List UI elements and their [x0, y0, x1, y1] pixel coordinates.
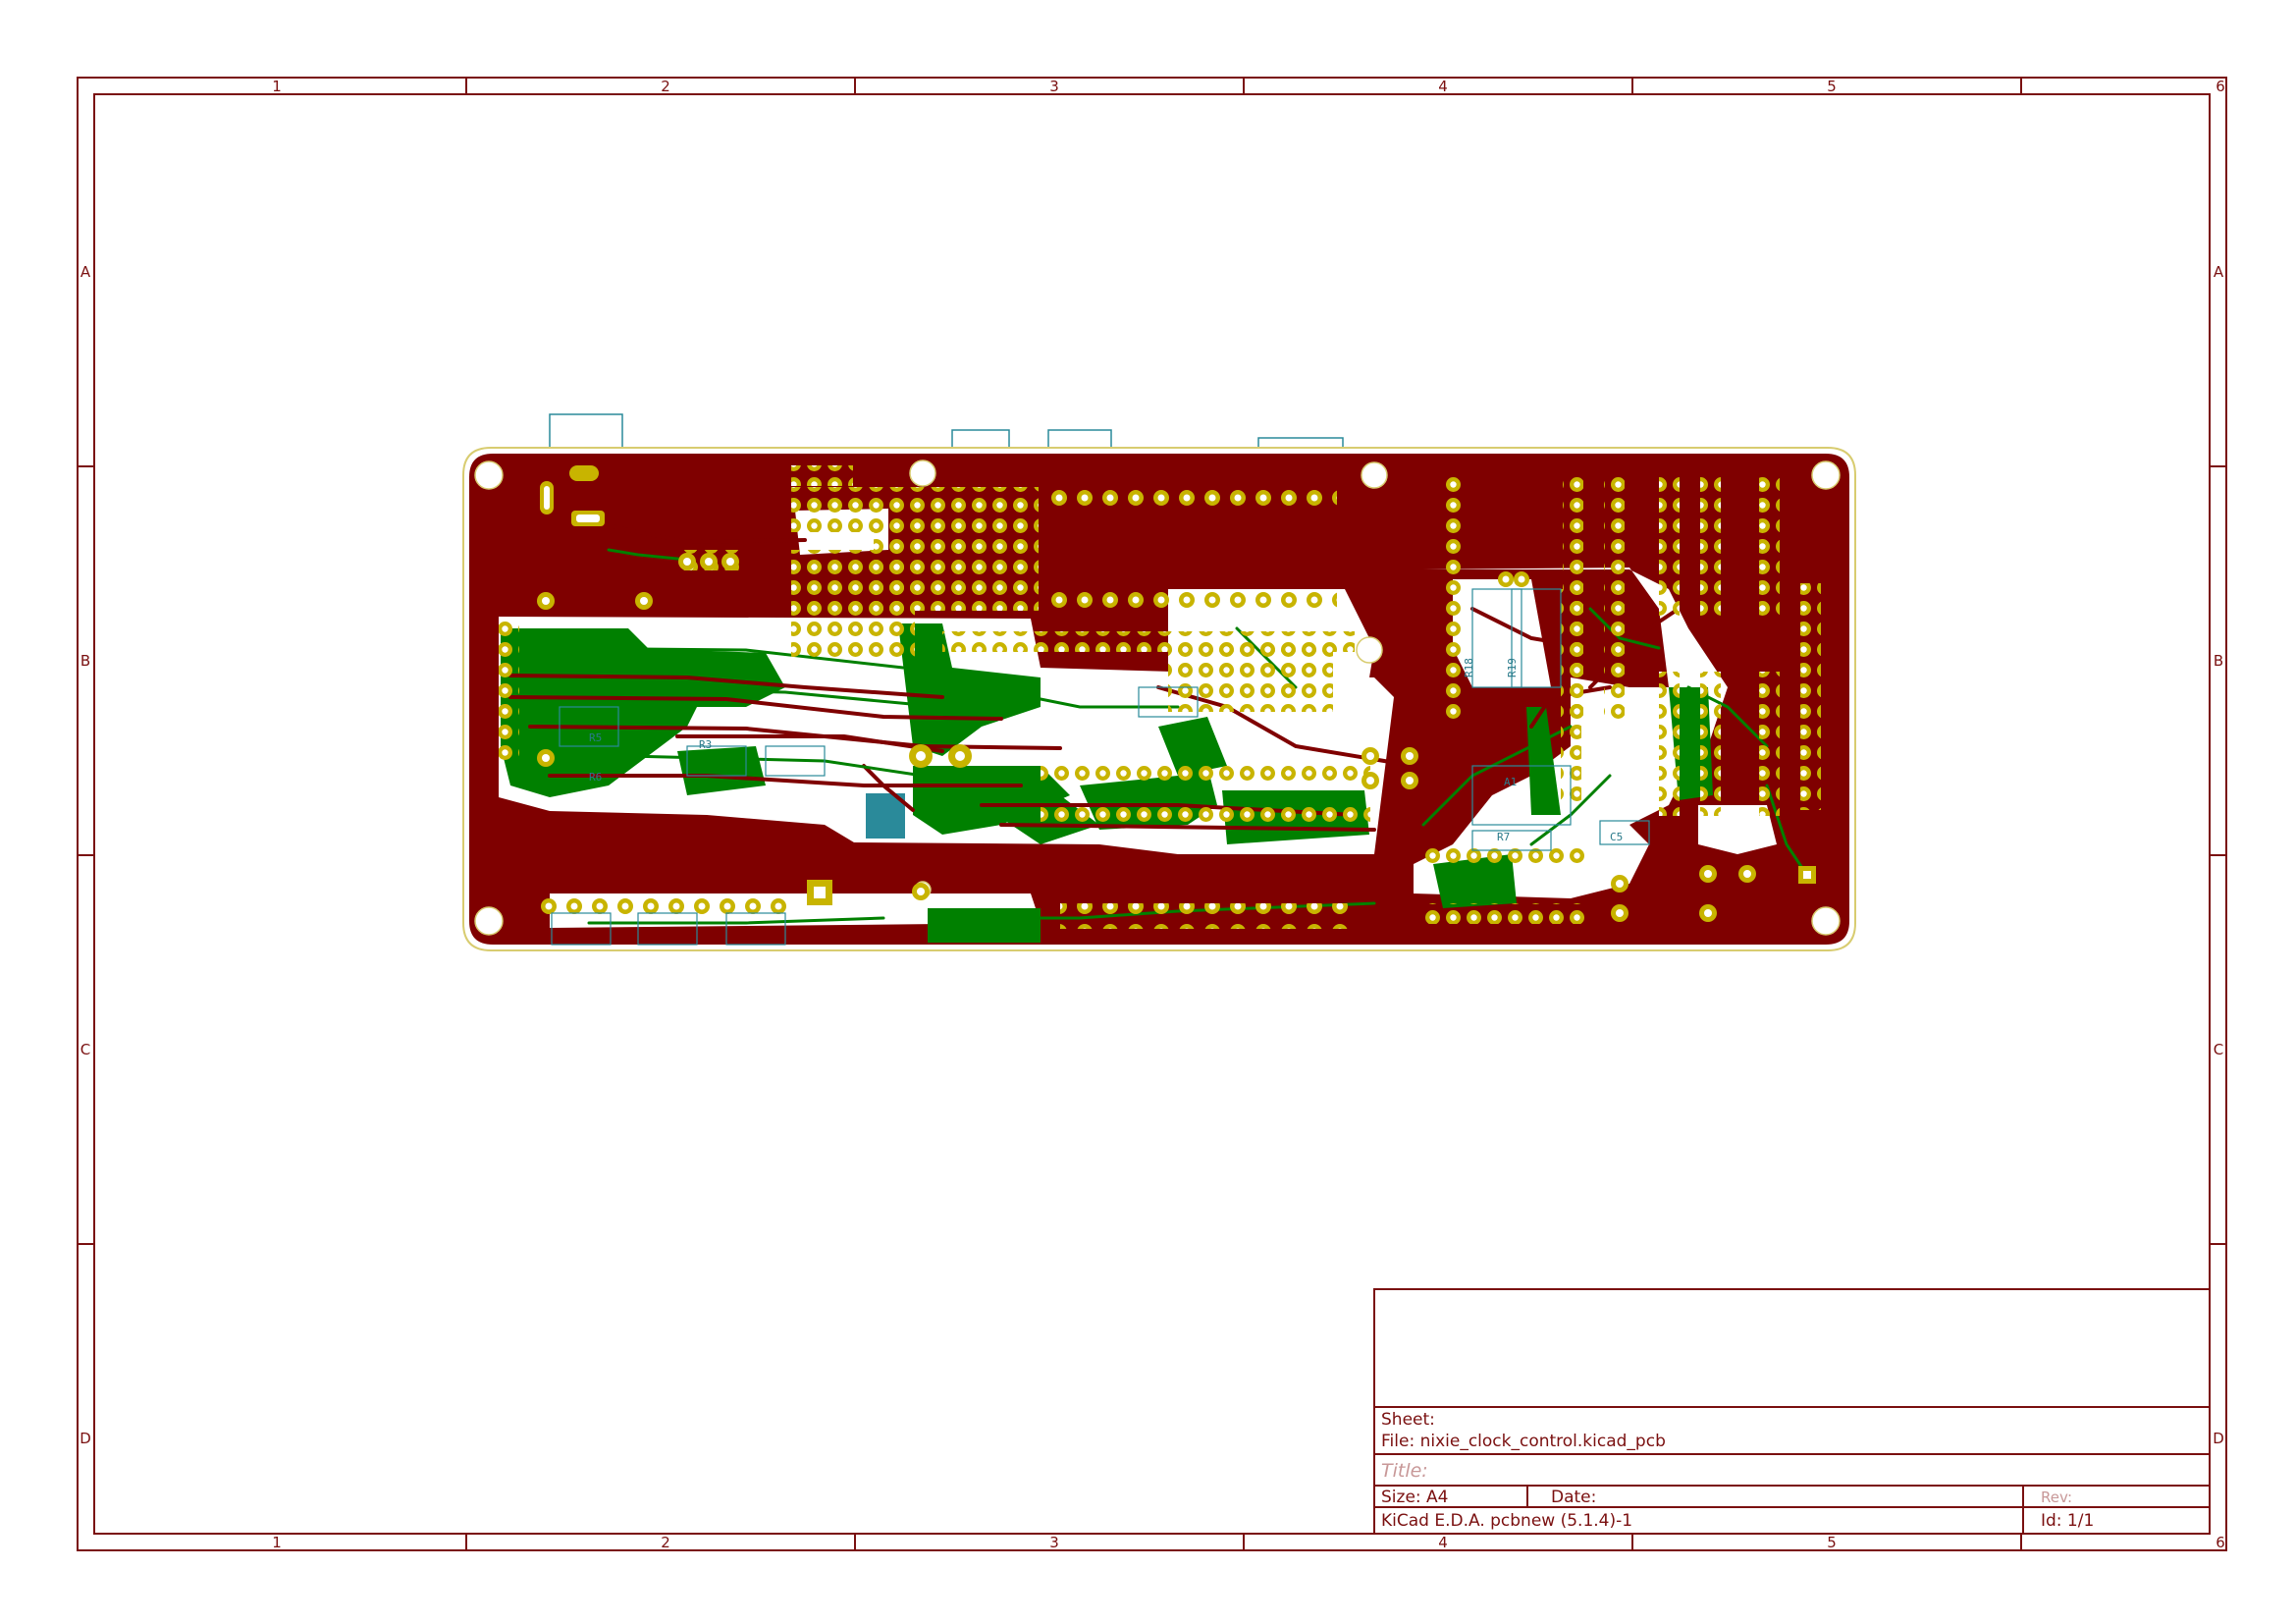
ref-label: R7: [1497, 831, 1510, 843]
ref-label: R3: [699, 738, 712, 751]
component-refs: R18 R19 A1 R7 C5 R5 R6 R3: [589, 658, 1623, 843]
drawing-frame: [77, 77, 2227, 1551]
ref-label: C5: [1610, 831, 1623, 843]
row-label: B: [80, 652, 90, 670]
column-label: 3: [1049, 1534, 1059, 1551]
column-labels-top: 1 2 3 4 5 6: [272, 78, 2225, 95]
row-labels-left: A B C D: [80, 263, 91, 1447]
title-block-id: Id: 1/1: [2041, 1511, 2094, 1531]
title-block-file: File: nixie_clock_control.kicad_pcb: [1381, 1432, 1666, 1451]
column-label: 4: [1438, 1534, 1448, 1551]
row-label: A: [2214, 263, 2224, 281]
pcb-board: R18 R19 A1 R7 C5 R5 R6 R3: [462, 413, 1856, 951]
row-label: A: [80, 263, 91, 281]
row-label: C: [80, 1041, 90, 1058]
title-block-sheet: Sheet:: [1381, 1410, 1435, 1430]
title-block-rev: Rev:: [2041, 1489, 2072, 1506]
discrete-pads: [537, 465, 1816, 922]
traces-top: [508, 518, 1681, 832]
row-label: B: [2214, 652, 2223, 670]
column-label: 5: [1827, 1534, 1837, 1551]
row-label: D: [80, 1430, 91, 1447]
column-label: 3: [1049, 78, 1059, 95]
pad-arrays: [499, 465, 1821, 929]
title-block-date: Date:: [1551, 1488, 1596, 1507]
column-label: 6: [2216, 1534, 2225, 1551]
column-label: 1: [272, 78, 282, 95]
column-labels-bottom: 1 2 3 4 5 6: [272, 1534, 2225, 1551]
title-block: [1373, 1288, 2211, 1535]
column-label: 4: [1438, 78, 1448, 95]
ref-label: R19: [1506, 658, 1519, 677]
row-label: C: [2214, 1041, 2223, 1058]
ref-label: A1: [1504, 776, 1517, 788]
silk-block: [866, 793, 905, 839]
column-label: 1: [272, 1534, 282, 1551]
frame-column-ticks: [465, 78, 2022, 1550]
column-label: 5: [1827, 78, 1837, 95]
title-block-title: Title:: [1381, 1460, 1428, 1482]
frame-row-ticks: [78, 465, 2226, 1245]
title-block-size: Size: A4: [1381, 1488, 1448, 1507]
row-label: D: [2213, 1430, 2224, 1447]
title-block-tool: KiCad E.D.A. pcbnew (5.1.4)-1: [1381, 1511, 1632, 1531]
ref-label: R5: [589, 731, 602, 744]
column-label: 6: [2216, 78, 2225, 95]
column-label: 2: [661, 1534, 670, 1551]
ref-label: R18: [1463, 658, 1475, 677]
row-labels-right: A B C D: [2213, 263, 2224, 1447]
connector-outlines: [549, 413, 1344, 451]
ref-label: R6: [589, 771, 602, 784]
silkscreen-outlines: [551, 588, 1650, 946]
column-label: 2: [661, 78, 670, 95]
